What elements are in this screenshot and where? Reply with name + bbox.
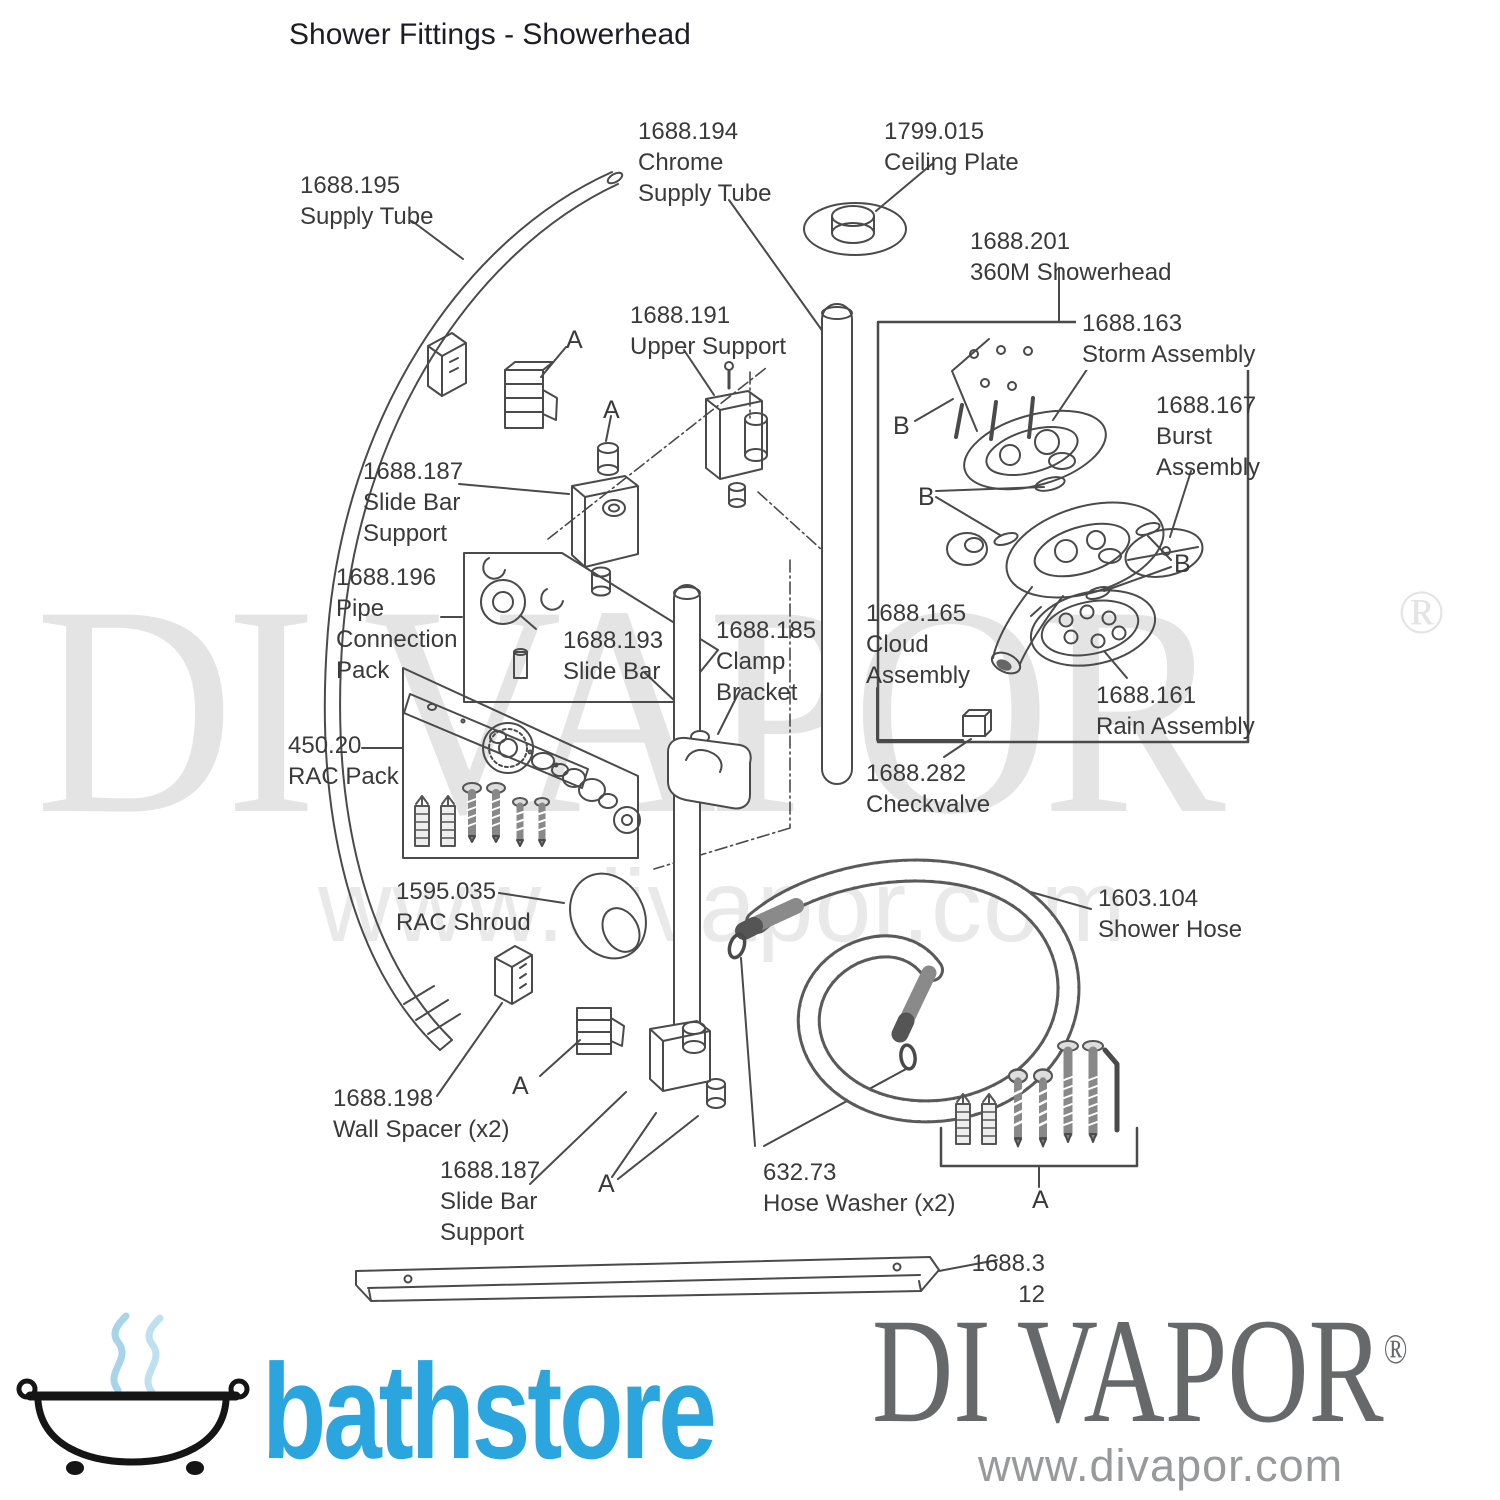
grooved-block-drawing <box>504 361 558 429</box>
label-cloud-assembly: 1688.165 Cloud Assembly <box>866 600 971 689</box>
label-shower-hose: 1603.104 Shower Hose <box>1098 885 1243 943</box>
slide-bar-support-lower-drawing <box>649 1020 726 1109</box>
bottom-bar-drawing <box>355 1256 940 1302</box>
label-rac-pack: 450.20 RAC Pack <box>288 732 399 790</box>
storm-assembly-drawing <box>951 338 1107 492</box>
label-slide-bar-support-upper: 1688.187 Slide Bar Support <box>363 458 464 547</box>
fastener-kit-drawing <box>939 1041 1139 1168</box>
label-upper-support: 1688.191 Upper Support <box>630 302 787 360</box>
wall-spacer-drawing <box>494 945 533 1005</box>
label-slide-bar-support-lower: 1688.187 Slide Bar Support <box>440 1157 541 1246</box>
upper-support-drawing <box>705 361 768 508</box>
cloud-assembly-drawing <box>946 501 1165 675</box>
bathtub-icon <box>16 1312 250 1475</box>
marker-a-5: A <box>1032 1186 1049 1214</box>
label-wall-spacer: 1688.198 Wall Spacer (x2) <box>333 1085 510 1143</box>
label-slide-bar: 1688.193 Slide Bar <box>563 627 664 685</box>
label-storm-assembly: 1688.163 Storm Assembly <box>1076 308 1262 370</box>
shower-hose-drawing <box>727 858 1081 1124</box>
rac-shroud-drawing <box>569 872 647 960</box>
supply-tube-drawing <box>323 171 624 1051</box>
label-clamp-bracket: 1688.185 Clamp Bracket <box>716 617 817 706</box>
page-title: Shower Fittings - Showerhead <box>289 18 691 51</box>
rain-assembly-drawing <box>1029 589 1157 667</box>
label-hose-washer: 632.73 Hose Washer (x2) <box>763 1159 956 1217</box>
marker-a-2: A <box>603 396 620 424</box>
label-bottom-bar: 1688.3 12 <box>971 1250 1045 1308</box>
watermark-brand: DI VAPOR <box>35 544 1226 876</box>
watermark-registered-mark: ® <box>1398 579 1446 647</box>
watermark-url: www.divapor.com <box>318 849 1127 963</box>
showerhead-box <box>876 320 1250 744</box>
grooved-block-lower-drawing <box>576 1007 625 1055</box>
label-pipe-connection-pack: 1688.196 Pipe Connection Pack <box>336 564 458 684</box>
label-rac-shroud: 1595.035 RAC Shroud <box>396 878 531 936</box>
marker-b-1: B <box>893 412 910 440</box>
label-burst-assembly: 1688.167 Burst Assembly <box>1156 392 1261 481</box>
burst-assembly-drawing <box>1124 528 1204 578</box>
label-rain-assembly: 1688.161 Rain Assembly <box>1096 682 1255 740</box>
registered-mark: ® <box>1383 1327 1408 1373</box>
label-checkvalve: 1688.282 Checkvalve <box>866 760 991 818</box>
ceiling-plate-drawing <box>803 202 907 256</box>
marker-a-1: A <box>566 326 583 354</box>
slide-bar-drawing <box>673 584 701 1051</box>
divapor-logo-text: DI VAPOR® <box>872 1296 1408 1446</box>
marker-b-2: B <box>918 483 935 511</box>
label-supply-tube: 1688.195 Supply Tube <box>300 172 434 230</box>
footer-url: www.divapor.com <box>978 1440 1344 1491</box>
rac-pack-drawing <box>402 667 641 859</box>
label-ceiling-plate: 1799.015 Ceiling Plate <box>884 118 1019 176</box>
wall-box-part-drawing <box>427 332 467 397</box>
clamp-bracket-drawing <box>667 730 752 810</box>
marker-b-3: B <box>1174 550 1191 578</box>
marker-a-4: A <box>598 1170 615 1198</box>
checkvalve-drawing <box>962 709 992 737</box>
label-360m-showerhead: 1688.201 360M Showerhead <box>970 228 1172 286</box>
divapor-brand: DI VAPOR <box>872 1288 1384 1454</box>
marker-a-3: A <box>512 1072 529 1100</box>
label-chrome-supply-tube: 1688.194 Chrome Supply Tube <box>638 118 772 207</box>
chrome-supply-tube-drawing <box>821 303 853 785</box>
bleed-capsule-drawing <box>597 442 619 476</box>
bathstore-logo-text: bathstore <box>262 1336 717 1487</box>
